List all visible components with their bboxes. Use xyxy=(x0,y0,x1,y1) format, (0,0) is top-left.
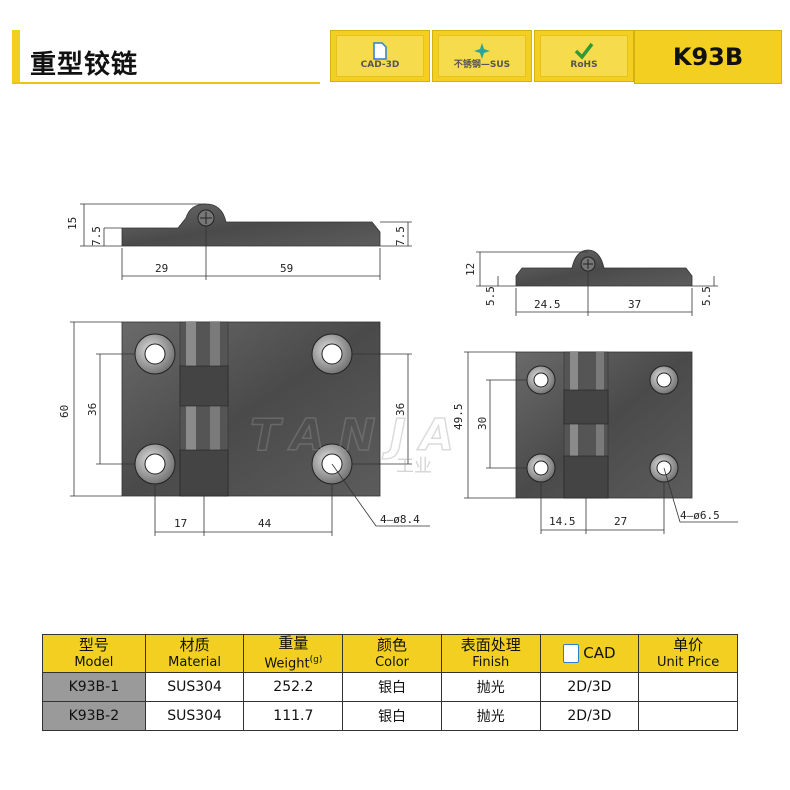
cell-color: 银白 xyxy=(342,672,442,703)
title-accent-bar xyxy=(12,30,20,82)
cell-model: K93B-1 xyxy=(42,672,146,703)
cell-material: SUS304 xyxy=(144,672,245,703)
dim-27: 27 xyxy=(614,515,627,528)
watermark-subtext: 工业 xyxy=(396,456,432,477)
technical-drawing: 15 7.5 7.5 29 59 60 36 36 17 xyxy=(58,203,738,536)
table-row: K93B-2 SUS304 111.7 银白 抛光 2D/3D xyxy=(42,701,738,732)
cell-finish: 抛光 xyxy=(440,672,541,703)
dim-24-5: 24.5 xyxy=(534,298,561,311)
dim-holes-large: 4—ø8.4 xyxy=(380,513,420,526)
dim-36-left: 36 xyxy=(86,403,99,416)
cell-weight: 111.7 xyxy=(243,701,344,732)
cell-price xyxy=(638,701,738,732)
dim-37: 37 xyxy=(628,298,641,311)
small-front-view: 49.5 30 14.5 27 4—ø6.5 xyxy=(452,351,738,534)
large-front-view: 60 36 36 17 44 4—ø8.4 xyxy=(58,321,430,536)
header-cad: CAD xyxy=(539,633,640,674)
sus-label: 不锈钢—SUS xyxy=(453,60,511,70)
dim-59: 59 xyxy=(280,262,293,275)
dim-holes-small: 4—ø6.5 xyxy=(680,509,720,522)
rohs-badge: RoHS xyxy=(534,30,634,82)
dim-5-5-left: 5.5 xyxy=(484,286,497,306)
dim-29: 29 xyxy=(155,262,168,275)
dim-44: 44 xyxy=(258,517,272,530)
sus-badge: 不锈钢—SUS xyxy=(432,30,532,82)
dim-15: 15 xyxy=(66,217,79,230)
dim-7-5-left: 7.5 xyxy=(90,226,103,246)
cad-3d-label: CAD-3D xyxy=(360,60,400,70)
watermark-text: TANJA xyxy=(250,410,468,461)
dim-5-5-right: 5.5 xyxy=(700,286,713,306)
small-side-view: 12 5.5 5.5 24.5 37 xyxy=(464,249,718,316)
large-side-view: 15 7.5 7.5 29 59 xyxy=(66,203,412,280)
title-underline xyxy=(12,30,320,84)
cell-price xyxy=(638,672,738,703)
document-icon xyxy=(563,644,580,664)
dim-12: 12 xyxy=(464,263,477,276)
cell-model: K93B-2 xyxy=(42,701,146,732)
page-title: 重型铰链 xyxy=(30,50,139,80)
rohs-label: RoHS xyxy=(570,60,598,70)
document-icon xyxy=(337,42,423,64)
cell-material: SUS304 xyxy=(144,701,245,732)
cell-finish: 抛光 xyxy=(440,701,541,732)
cell-color: 银白 xyxy=(342,701,442,732)
sparkle-icon xyxy=(439,42,525,64)
cell-cad: 2D/3D xyxy=(539,701,640,732)
table-row: K93B-1 SUS304 252.2 银白 抛光 2D/3D xyxy=(42,672,738,703)
dim-14-5: 14.5 xyxy=(549,515,576,528)
watermark: TANJA 工业 xyxy=(249,409,468,477)
model-badge: K93B xyxy=(634,30,782,84)
dim-7-5-right: 7.5 xyxy=(394,226,407,246)
cad-3d-badge: CAD-3D xyxy=(330,30,430,82)
check-icon xyxy=(541,42,627,64)
dim-17: 17 xyxy=(174,517,187,530)
dim-49-5: 49.5 xyxy=(452,404,465,431)
dim-36-right: 36 xyxy=(394,403,407,416)
dim-60: 60 xyxy=(58,405,71,418)
cell-weight: 252.2 xyxy=(243,672,344,703)
cell-cad: 2D/3D xyxy=(539,672,640,703)
dim-30: 30 xyxy=(476,417,489,430)
